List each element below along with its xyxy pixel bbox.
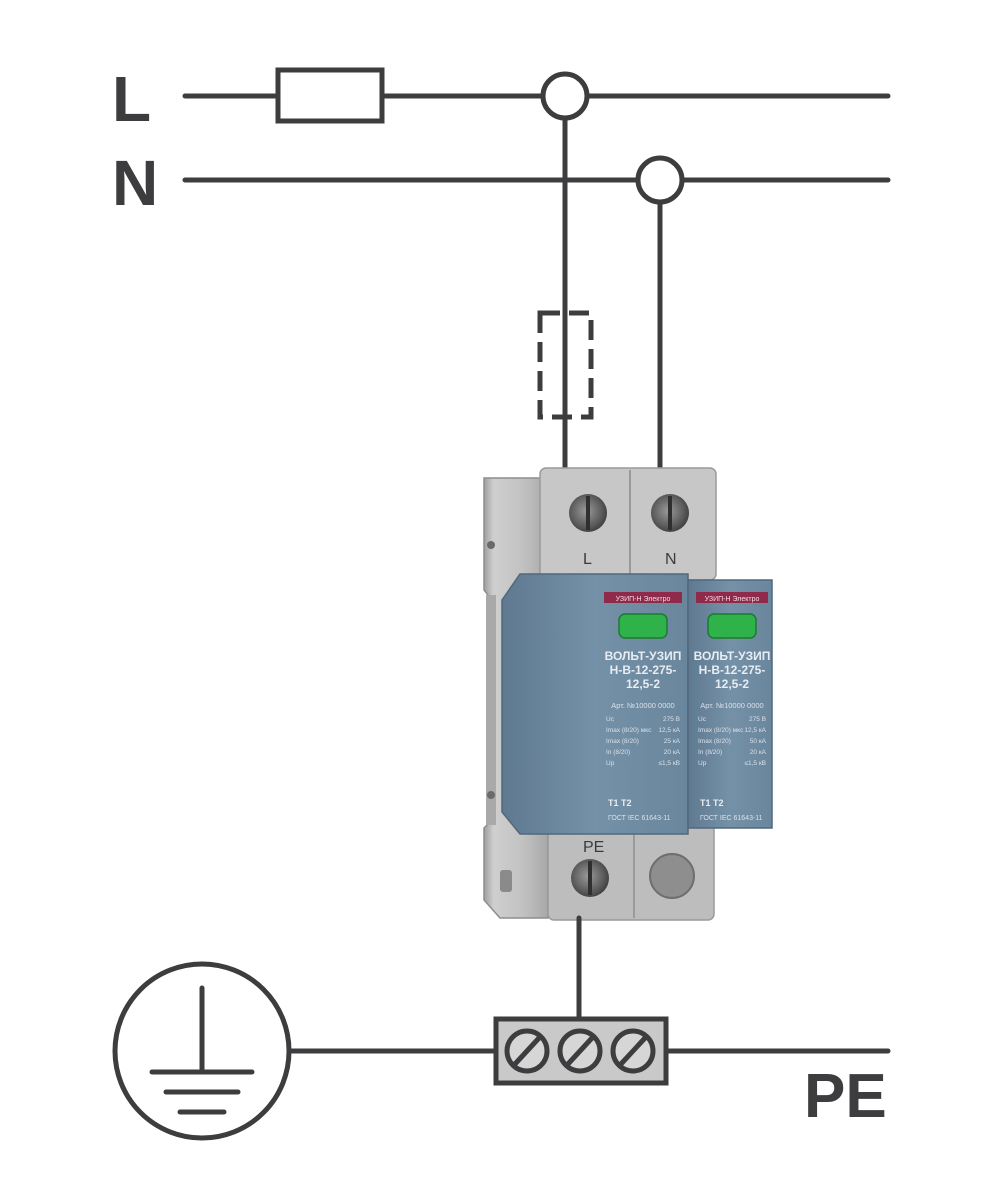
unused-terminal-hole-icon: [649, 853, 695, 899]
spec-row-label: Imax (8/20): [698, 738, 731, 745]
l-junction-node: [540, 71, 590, 121]
spec-row-label: Up: [698, 760, 707, 767]
spec-row-value: 275 В: [749, 716, 766, 723]
bottom-terminal-label-pe: PE: [583, 839, 604, 856]
brand-strip: [696, 592, 768, 603]
earth-ground-icon: [112, 961, 292, 1141]
spd-module-2: УЗИП-Н ЭлектроВОЛЬТ-УЗИПН-В-12-275-12,5-…: [687, 579, 773, 829]
pe-terminal-strip: [493, 1016, 669, 1086]
spec-row-value: 12,5 кА: [744, 727, 766, 734]
terminal-screw-icon: [610, 1028, 656, 1074]
spec-row-value: 25 кА: [664, 738, 681, 745]
spec-row-value: 20 кА: [664, 749, 681, 756]
terminal-screw-icon: [504, 1028, 550, 1074]
spd-module-1: УЗИП-Н ЭлектроВОЛЬТ-УЗИПН-В-12-275-12,5-…: [501, 573, 689, 835]
bus-label-pe: PE: [804, 1062, 887, 1131]
top-terminal-label-n: N: [665, 551, 677, 568]
n-bus-line: [182, 155, 891, 205]
top-terminal-label-l: L: [583, 551, 592, 568]
spec-row-label: Uc: [606, 716, 615, 723]
module-title-line: Н-В-12-275-: [610, 663, 677, 677]
module-title-line: ВОЛЬТ-УЗИП: [694, 649, 771, 663]
status-indicator-window: [707, 613, 757, 639]
spec-row-value: 50 кА: [750, 738, 767, 745]
l-bus-line: [182, 67, 891, 124]
terminal-screw-icon: [557, 1028, 603, 1074]
spec-row-label: Imax (8/20): [606, 738, 639, 745]
status-indicator-window: [618, 613, 668, 639]
module-title-line: Н-В-12-275-: [699, 663, 766, 677]
brand-strip-text: УЗИП-Н Электро: [705, 596, 760, 603]
spec-row-label: In (8/20): [698, 749, 722, 756]
spec-row-value: ≤1,5 кВ: [744, 760, 766, 767]
spec-row-value: ≤1,5 кВ: [658, 760, 680, 767]
spec-row-value: 275 В: [663, 716, 680, 723]
module-class-mark: T1 T2: [608, 798, 632, 808]
module-article-number: Арт. №10000 0000: [611, 701, 674, 710]
spec-row-label: Imax (8/20) мкс: [698, 727, 744, 734]
brand-strip-text: УЗИП-Н Электро: [616, 596, 671, 603]
bus-label-l: L: [112, 63, 151, 135]
spec-row-label: Uc: [698, 716, 707, 723]
module-standard: ГОСТ IEC 61643-11: [700, 815, 763, 822]
module-title-line: ВОЛЬТ-УЗИП: [605, 649, 682, 663]
spec-row-label: In (8/20): [606, 749, 630, 756]
spec-row-label: Imax (8/20) мкс: [606, 727, 652, 734]
bus-label-n: N: [112, 147, 158, 219]
module-article-number: Арт. №10000 0000: [700, 701, 763, 710]
brand-strip: [604, 592, 682, 603]
spec-row-label: Up: [606, 760, 615, 767]
module-title-line: 12,5-2: [626, 677, 660, 691]
n-junction-node: [635, 155, 685, 205]
module-title-line: 12,5-2: [715, 677, 749, 691]
spec-row-value: 12,5 кА: [658, 727, 680, 734]
top-terminal-block: [539, 467, 717, 581]
spec-row-value: 20 кА: [750, 749, 767, 756]
module-standard: ГОСТ IEC 61643-11: [608, 815, 671, 822]
fuse-symbol: [275, 67, 385, 124]
module-class-mark: T1 T2: [700, 798, 724, 808]
surge-protection-device: L N PE УЗИП-Н ЭлектроВОЛЬТ-УЗИПН-В-12-27…: [483, 467, 773, 921]
